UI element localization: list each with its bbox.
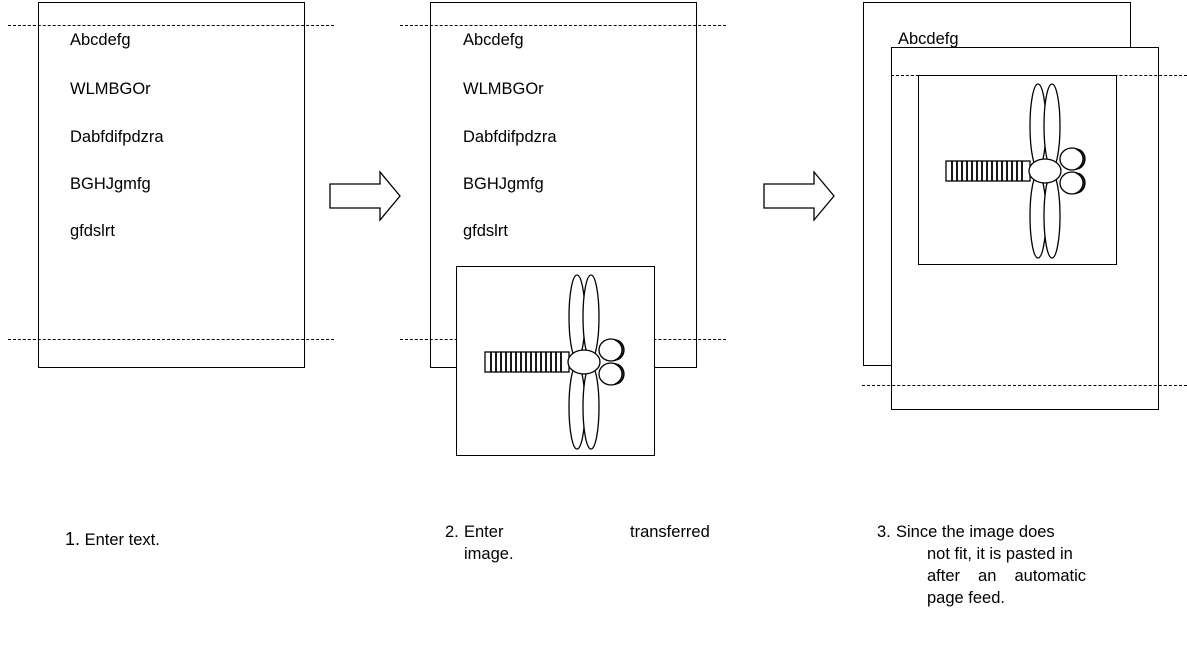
bottom-margin-line <box>862 385 1187 386</box>
right-arrow-icon <box>329 170 401 222</box>
step-text: transferred <box>630 523 710 541</box>
page-1 <box>38 2 305 368</box>
step-1-caption: 1. Enter text. <box>65 529 160 551</box>
step-text: after an automatic <box>927 567 1086 585</box>
text-line: gfdslrt <box>463 222 508 240</box>
step-number: 3. <box>877 523 891 541</box>
dragonfly-image-icon <box>484 274 625 450</box>
step-2-caption: 2. Enter transferred image. <box>445 522 710 566</box>
step-text: Since the image does <box>896 523 1055 541</box>
text-line: BGHJgmfg <box>70 175 151 193</box>
page3-top-line: Abcdefg <box>898 30 959 48</box>
text-line: Dabfdifpdzra <box>463 128 557 146</box>
step-text: Enter text. <box>84 531 160 549</box>
bottom-margin-line <box>8 339 334 340</box>
dragonfly-image-icon <box>945 83 1086 259</box>
text-line: Dabfdifpdzra <box>70 128 164 146</box>
step-3-caption: 3. Since the image does not fit, it is p… <box>877 522 1117 630</box>
text-line: Abcdefg <box>70 31 131 49</box>
top-margin-line <box>8 25 334 26</box>
step-text: Enter <box>464 523 504 541</box>
text-line: gfdslrt <box>70 222 115 240</box>
step-number: 1. <box>65 529 81 549</box>
text-line: WLMBGOr <box>463 80 544 98</box>
step-text: not fit, it is pasted in <box>927 545 1073 563</box>
text-line: WLMBGOr <box>70 80 151 98</box>
top-margin-line <box>400 25 726 26</box>
text-line: BGHJgmfg <box>463 175 544 193</box>
right-arrow-icon <box>763 170 835 222</box>
step-text: image. <box>464 545 514 563</box>
step-number: 2. <box>445 523 459 541</box>
text-line: Abcdefg <box>463 31 524 49</box>
step-text: page feed. <box>927 589 1005 607</box>
